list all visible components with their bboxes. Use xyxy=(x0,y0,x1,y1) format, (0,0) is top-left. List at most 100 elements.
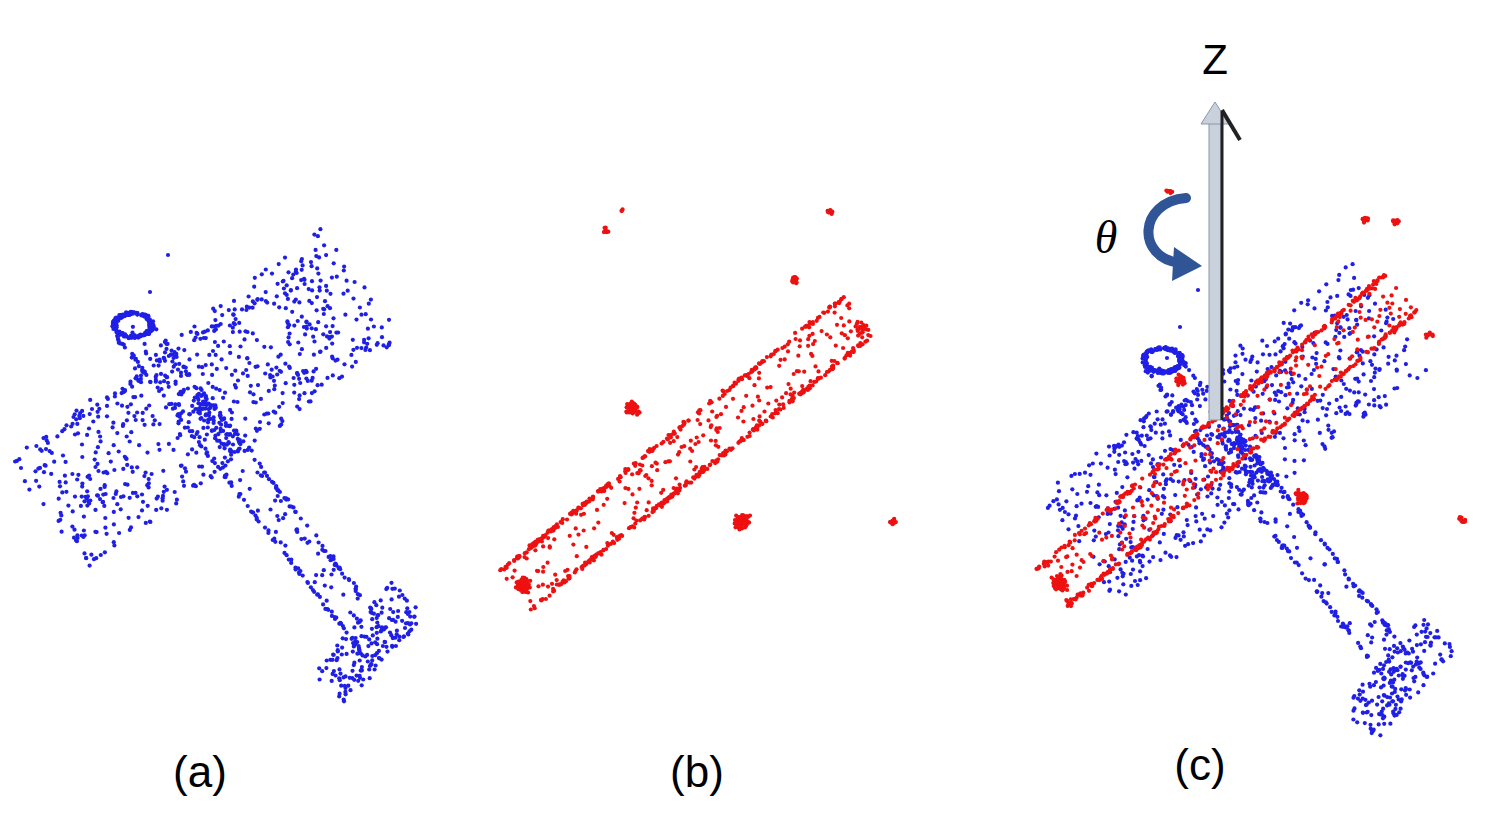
cloud-point xyxy=(274,530,278,534)
cloud-point xyxy=(296,319,300,323)
cloud-point xyxy=(782,406,786,410)
cloud-point xyxy=(381,644,385,648)
cloud-point xyxy=(88,564,92,568)
cloud-point xyxy=(320,573,324,577)
cloud-point xyxy=(380,325,384,329)
cloud-point xyxy=(398,588,402,592)
cloud-point xyxy=(792,396,796,400)
cloud-point xyxy=(379,598,383,602)
cloud-point xyxy=(270,368,274,372)
cloud-point xyxy=(273,384,277,388)
cloud-point xyxy=(331,316,335,320)
cloud-point xyxy=(201,426,205,430)
cloud-point xyxy=(98,434,102,438)
cloud-point xyxy=(190,429,194,433)
cloud-point xyxy=(325,334,329,338)
cloud-point xyxy=(117,449,121,453)
cloud-point xyxy=(328,554,332,558)
cloud-point xyxy=(634,519,638,523)
cloud-point xyxy=(234,386,238,390)
cloud-point xyxy=(354,318,358,322)
cloud-point xyxy=(553,573,557,577)
cloud-point xyxy=(380,611,384,615)
cloud-point xyxy=(314,367,318,371)
cloud-point xyxy=(294,267,298,271)
cloud-point xyxy=(330,354,334,358)
cloud-point xyxy=(536,569,540,573)
cloud-point xyxy=(792,372,796,376)
cloud-point xyxy=(134,418,138,422)
cloud-point xyxy=(228,344,232,348)
cloud-point xyxy=(137,443,141,447)
cloud-point xyxy=(290,310,294,314)
cloud-point xyxy=(242,337,246,341)
cloud-point xyxy=(580,567,584,571)
cloud-point xyxy=(315,593,319,597)
cloud-point xyxy=(820,329,824,333)
cloud-point xyxy=(87,473,91,477)
cloud-point xyxy=(833,311,837,315)
cloud-point xyxy=(281,516,285,520)
cloud-point xyxy=(139,377,143,381)
cloud-point xyxy=(401,635,405,639)
cloud-point xyxy=(259,465,263,469)
cloud-point xyxy=(182,348,186,352)
cloud-point xyxy=(323,549,327,553)
cloud-point xyxy=(173,402,177,406)
cloud-point xyxy=(808,321,812,325)
cloud-point xyxy=(277,262,281,266)
cloud-point xyxy=(150,472,154,476)
cloud-point xyxy=(359,313,363,317)
cloud-point xyxy=(675,487,679,491)
cloud-point xyxy=(215,367,219,371)
cloud-point xyxy=(213,309,217,313)
cloud-point xyxy=(210,429,214,433)
cloud-point xyxy=(342,362,346,366)
cloud-point xyxy=(287,335,291,339)
cloud-point xyxy=(353,280,357,284)
cloud-point xyxy=(43,463,47,467)
cloud-point xyxy=(144,407,148,411)
cloud-point xyxy=(405,599,409,603)
cloud-point xyxy=(93,458,97,462)
cloud-point xyxy=(595,508,599,512)
cloud-point xyxy=(162,394,166,398)
cloud-point xyxy=(25,446,29,450)
cloud-point xyxy=(60,530,64,534)
cloud-point xyxy=(153,418,157,422)
cloud-point xyxy=(165,508,169,512)
cloud-point xyxy=(675,435,679,439)
cloud-point xyxy=(220,313,224,317)
cloud-point xyxy=(285,283,289,287)
cloud-point xyxy=(354,589,358,593)
cloud-point xyxy=(307,399,311,403)
cloud-point xyxy=(866,328,870,332)
cloud-point xyxy=(769,385,773,389)
cloud-point xyxy=(75,533,79,537)
cloud-point xyxy=(351,338,355,342)
cloud-point xyxy=(369,610,373,614)
cloud-point xyxy=(552,589,556,593)
cloud-point xyxy=(380,606,384,610)
cloud-point xyxy=(63,474,67,478)
cloud-point xyxy=(400,619,404,623)
cloud-point xyxy=(745,435,749,439)
cloud-point xyxy=(658,503,662,507)
cloud-point xyxy=(322,568,326,572)
cloud-point xyxy=(777,403,781,407)
cloud-point xyxy=(211,396,215,400)
cloud-point xyxy=(258,420,262,424)
cloud-point xyxy=(377,656,381,660)
cloud-point xyxy=(179,371,183,375)
cloud-point xyxy=(406,612,410,616)
cloud-point xyxy=(211,349,215,353)
cloud-point xyxy=(251,299,255,303)
cloud-point xyxy=(228,408,232,412)
cloud-point xyxy=(283,291,287,295)
cloud-point xyxy=(148,290,152,294)
cloud-point xyxy=(330,276,334,280)
cloud-point xyxy=(316,272,320,276)
cloud-point xyxy=(541,565,545,569)
cloud-point xyxy=(174,382,178,386)
cloud-point xyxy=(375,637,379,641)
